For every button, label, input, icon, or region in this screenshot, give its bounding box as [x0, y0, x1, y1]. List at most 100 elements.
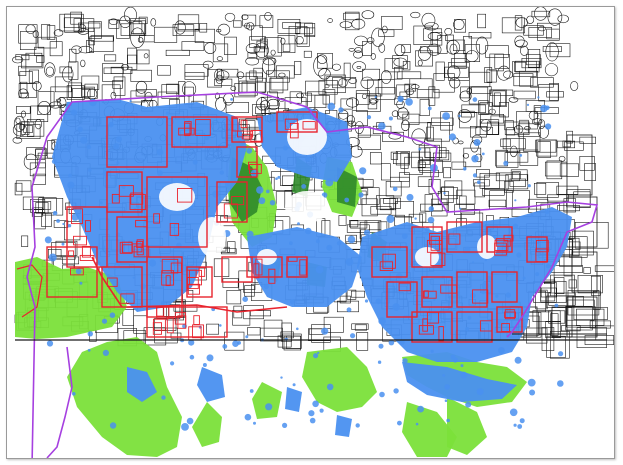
red-boundary: [135, 219, 148, 228]
blue-speckle: [244, 413, 252, 421]
blue-speckle: [87, 348, 91, 352]
red-boundary: [161, 270, 175, 286]
parcel-outline: [16, 106, 31, 114]
parcel-outline: [544, 161, 568, 177]
blue-speckle: [62, 222, 65, 226]
parcel-outline: [84, 83, 98, 99]
blue-speckle: [116, 136, 122, 143]
parcel-blob: [295, 36, 304, 45]
map-canvas[interactable]: [7, 7, 614, 458]
blue-speckle: [113, 267, 117, 271]
parcel-outline: [523, 25, 544, 36]
light-green-area: [302, 347, 377, 412]
parcel-blob: [182, 81, 197, 97]
parcel-outline: [37, 36, 57, 49]
parcel-blob: [465, 50, 479, 62]
blue-speckle: [503, 160, 509, 166]
parcel-outline: [364, 220, 382, 233]
blue-speckle: [315, 265, 324, 274]
parcel-outline: [232, 309, 251, 326]
parcel-outline: [540, 287, 558, 298]
parcel-outline: [66, 85, 85, 100]
parcel-outline: [306, 91, 327, 108]
blue-speckle: [514, 199, 517, 202]
blue-speckle: [246, 147, 253, 154]
parcel-outline: [479, 102, 493, 114]
parcel-outline: [63, 17, 81, 28]
parcel-blob: [121, 63, 129, 71]
parcel-outline: [453, 39, 465, 51]
red-boundary: [240, 119, 248, 129]
red-boundary: [121, 241, 133, 254]
parcel-blob: [150, 18, 157, 27]
parcel-outline: [559, 163, 580, 177]
blue-speckle: [277, 175, 281, 179]
parcel-blob: [545, 42, 559, 62]
parcel-blob: [354, 47, 363, 53]
blue-speckle: [67, 224, 72, 228]
parcel-outline: [59, 13, 84, 32]
parcel-blob: [80, 59, 86, 68]
blue-speckle: [467, 315, 472, 320]
parcel-outline: [537, 22, 560, 41]
parcel-outline: [415, 50, 433, 67]
blue-speckle: [170, 361, 175, 366]
red-boundary: [535, 248, 549, 263]
blue-speckle: [498, 347, 505, 354]
parcel-outline: [280, 331, 294, 339]
parcel-outline: [479, 119, 500, 135]
parcel-blob: [378, 43, 386, 53]
parcel-outline: [395, 151, 410, 166]
blue-speckle: [246, 230, 254, 238]
parcel-outline: [594, 265, 614, 272]
parcel-blob: [400, 119, 410, 131]
parcel-outline: [130, 69, 152, 82]
blue-speckle: [375, 298, 382, 305]
parcel-outline: [207, 69, 222, 88]
parcel-blob: [417, 59, 423, 67]
parcel-outline: [245, 72, 264, 82]
parcel-outline: [18, 65, 27, 76]
blue-speckle: [189, 270, 197, 277]
parcel-outline: [21, 121, 30, 135]
parcel-blob: [254, 42, 269, 58]
parcel-outline: [547, 194, 569, 202]
parcel-outline: [517, 123, 541, 137]
red-boundary: [186, 266, 213, 298]
parcel-outline: [401, 44, 412, 53]
blue-speckle: [186, 125, 192, 131]
blue-speckle: [397, 420, 402, 426]
parcel-outline: [533, 105, 542, 124]
parcel-outline: [349, 220, 359, 228]
parcel-outline: [536, 139, 558, 157]
parcel-blob: [427, 32, 442, 41]
parcel-outline: [565, 305, 593, 331]
parcel-blob: [447, 65, 461, 80]
parcel-outline: [59, 66, 72, 74]
parcel-blob: [266, 98, 280, 110]
blue-speckle: [139, 283, 146, 290]
blue-speckle: [315, 239, 320, 244]
red-boundary: [422, 318, 428, 332]
blue-speckle: [446, 418, 450, 423]
parcel-outline: [346, 289, 357, 300]
red-boundary: [153, 318, 166, 331]
parcel-outline: [112, 80, 123, 89]
blue-area: [127, 367, 157, 402]
parcel-outline: [234, 83, 256, 98]
parcel-blob: [119, 15, 131, 28]
parcel-outline: [357, 134, 381, 151]
parcel-blob: [519, 45, 529, 56]
parcel-outline: [510, 169, 528, 181]
parcel-outline: [344, 11, 360, 31]
parcel-outline: [247, 327, 261, 336]
parcel-outline: [426, 126, 434, 141]
blue-speckle: [443, 192, 446, 195]
red-boundary: [130, 192, 144, 205]
red-boundary: [165, 275, 171, 287]
parcel-outline: [15, 180, 32, 192]
parcel-outline: [21, 55, 44, 69]
parcel-outline: [281, 322, 292, 342]
blue-speckle: [347, 235, 356, 244]
blue-speckle: [477, 180, 481, 184]
